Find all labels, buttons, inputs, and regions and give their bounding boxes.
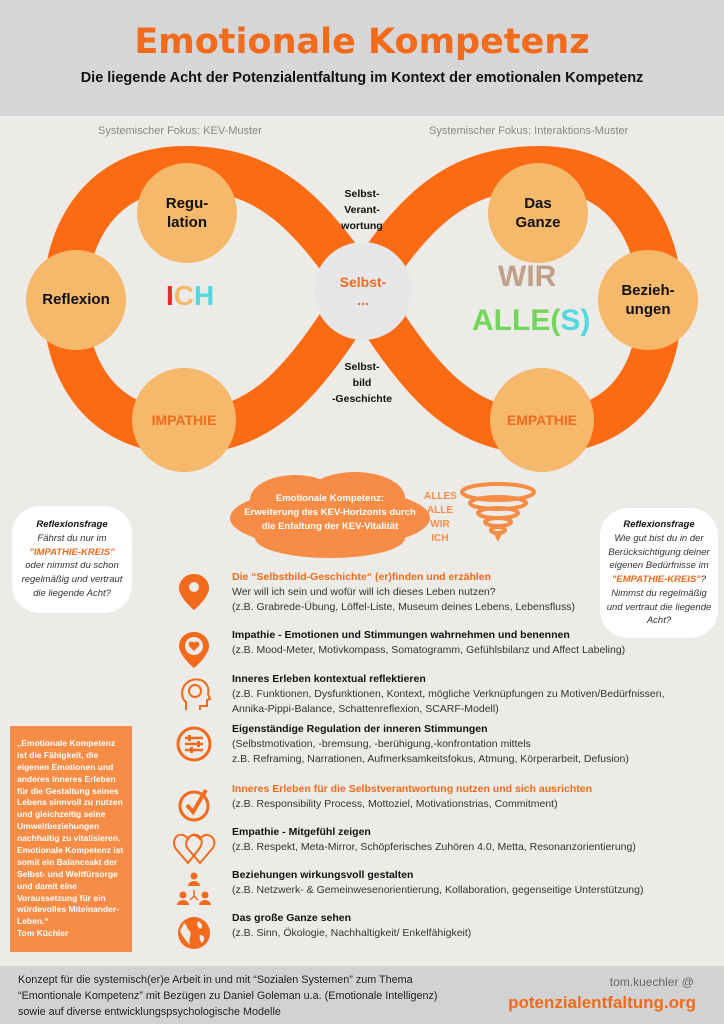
list-item: Inneres Erleben kontextual reflektieren (… [232, 672, 665, 718]
check-circle-icon [178, 788, 210, 822]
list-item-detail: (Selbstmotivation, -bremsung, -berühigun… [232, 738, 531, 751]
spiral-label: ALLE [426, 505, 454, 516]
list-item-detail: (z.B. Mood-Meter, Motivkompass, Somatogr… [232, 644, 626, 657]
quote-box: „Emotionale Kompetenz ist die Fähigkeit,… [10, 726, 132, 953]
list-item-title: Beziehungen wirkungsvoll gestalten [232, 869, 414, 881]
list-item: Die “Selbstbild-Geschichte“ (er)finden u… [232, 570, 575, 616]
label-selbstverantwortung: Selbst- Verant- wortung [341, 188, 383, 232]
heart-pin-icon [179, 632, 209, 668]
reflection-title: Reflexionsfrage [623, 519, 695, 530]
reflection-highlight: "IMPATHIE-KREIS" [29, 546, 115, 558]
list-item: Inneres Erleben für die Selbstverantwort… [232, 782, 592, 812]
footer [0, 966, 724, 1024]
list-item: Eigenständige Regulation der inneren Sti… [232, 722, 629, 768]
list-item-detail: (z.B. Grabrede-Übung, Löffel-Liste, Muse… [232, 601, 575, 614]
reflection-title: Reflexionsfrage [36, 519, 108, 530]
reflection-text: Wie gut bist du in der Berücksichtigung … [608, 532, 710, 572]
center-ellipsis: ... [357, 292, 369, 308]
page-subtitle: Die liegende Acht der Potenzialentfaltun… [80, 70, 644, 86]
alle-text: ALLE( [472, 304, 561, 337]
cloud-text: Emotionale Kompetenz: Erweiterung des KE… [244, 493, 416, 532]
list-item: Beziehungen wirkungsvoll gestalten (z.B. … [232, 868, 643, 898]
center-label: Selbst- [339, 273, 387, 290]
list-item-title: Inneres Erleben für die Selbstverantwort… [232, 783, 592, 795]
people-network-icon [177, 872, 211, 905]
globe-icon [178, 917, 210, 949]
map-pin-icon [179, 574, 209, 610]
list-item-detail: Annika-Pippi-Balance, Schattenreflexion,… [232, 703, 499, 716]
list-item-title: Impathie - Emotionen und Stimmungen wahr… [232, 629, 570, 641]
head-brain-icon [181, 678, 212, 710]
reflection-highlight: "EMPATHIE-KREIS" [611, 574, 701, 586]
list-item-detail: (z.B. Funktionen, Dysfunktionen, Kontext… [232, 688, 665, 701]
ich-label: ICH [166, 280, 214, 312]
reflection-text: oder nimmst du schon regelmäßig und vert… [21, 560, 123, 599]
header-band [0, 0, 724, 116]
spiral-label: WIR [430, 519, 450, 530]
list-item-title: Inneres Erleben kontextual reflektieren [232, 673, 426, 685]
list-item: Das große Ganze sehen (z.B. Sinn, Ökologi… [232, 911, 471, 941]
footer-website[interactable]: potenzialentfaltung.org [508, 993, 696, 1012]
list-item-detail: (z.B. Sinn, Ökologie, Nachhaltigkeit/ En… [232, 927, 472, 940]
node-center-selbst: Selbst- ... [314, 242, 412, 340]
reflection-text: Fährst du nur im [37, 532, 107, 544]
list-item-detail: (z.B. Responsibility Process, Mottoziel,… [232, 798, 558, 811]
list-item-title: Das große Ganze sehen [232, 912, 352, 924]
footer-email: tom.kuechler @ [609, 975, 694, 989]
alle-s: S [560, 304, 581, 337]
list-item: Empathie - Mitgefühl zeigen (z.B. Respekt… [232, 825, 636, 855]
page-title: Emotionale Kompetenz [134, 22, 590, 62]
list-item-title: Eigenständige Regulation der inneren Sti… [232, 723, 488, 735]
focus-right: Systemischer Fokus: Interaktions-Muster [429, 125, 629, 137]
list-item-title: Die “Selbstbild-Geschichte“ (er)finden u… [232, 571, 492, 583]
quote-author: Tom Küchler [17, 928, 69, 939]
focus-left: Systemischer Fokus: KEV-Muster [98, 125, 262, 137]
node-empathie: EMPATHIE [490, 368, 594, 472]
list-item: Impathie - Emotionen und Stimmungen wahr… [232, 628, 625, 658]
node-beziehungen: Bezieh- ungen [598, 250, 698, 350]
spiral-label: ALLES [424, 491, 457, 502]
reflection-text: ? Nimmst du regelmäßig und vertraut die … [606, 574, 712, 627]
sliders-icon [176, 726, 212, 762]
label-selbstbild-geschichte: Selbst- bild -Geschichte [331, 361, 393, 405]
reflection-box-right: Reflexionsfrage Wie gut bist du in der B… [600, 508, 718, 639]
ich-c: C [173, 280, 195, 311]
node-das-ganze: Das Ganze [488, 163, 588, 263]
list-item-title: Empathie - Mitgefühl zeigen [232, 826, 371, 838]
wir-label: WIR [498, 260, 557, 293]
spiral-labels: ALLES ALLE WIR ICH [424, 490, 457, 546]
ich-i: I [166, 280, 174, 311]
node-regulation: Regu- lation [137, 163, 237, 263]
spiral-label: ICH [431, 533, 449, 544]
list-item-detail: z.B. Reframing, Narrationen, Aufmerksamk… [232, 753, 629, 766]
list-item-detail: Wer will ich sein und wofür will ich die… [232, 586, 496, 599]
list-item-detail: (z.B. Respekt, Meta-Mirror, Schöpferisch… [232, 841, 636, 854]
quote-text: „Emotionale Kompetenz ist die Fähigkeit,… [17, 738, 124, 927]
alle-label: ALLE(S) [472, 304, 590, 338]
footer-text: Konzept für die systemisch(er)e Arbeit i… [18, 974, 438, 1019]
list-item-detail: (z.B. Netzwerk- & Gemeinwesenorientierun… [232, 884, 644, 897]
cloud-shape [230, 472, 430, 558]
node-impathie: IMPATHIE [132, 368, 236, 472]
reflection-box-left: Reflexionsfrage Fährst du nur im "IMPATH… [12, 506, 132, 613]
alle-close: ) [580, 304, 591, 337]
node-reflexion: Reflexion [26, 250, 126, 350]
ich-h: H [194, 280, 215, 311]
tornado-icon [460, 482, 536, 542]
two-hearts-icon [173, 833, 216, 865]
